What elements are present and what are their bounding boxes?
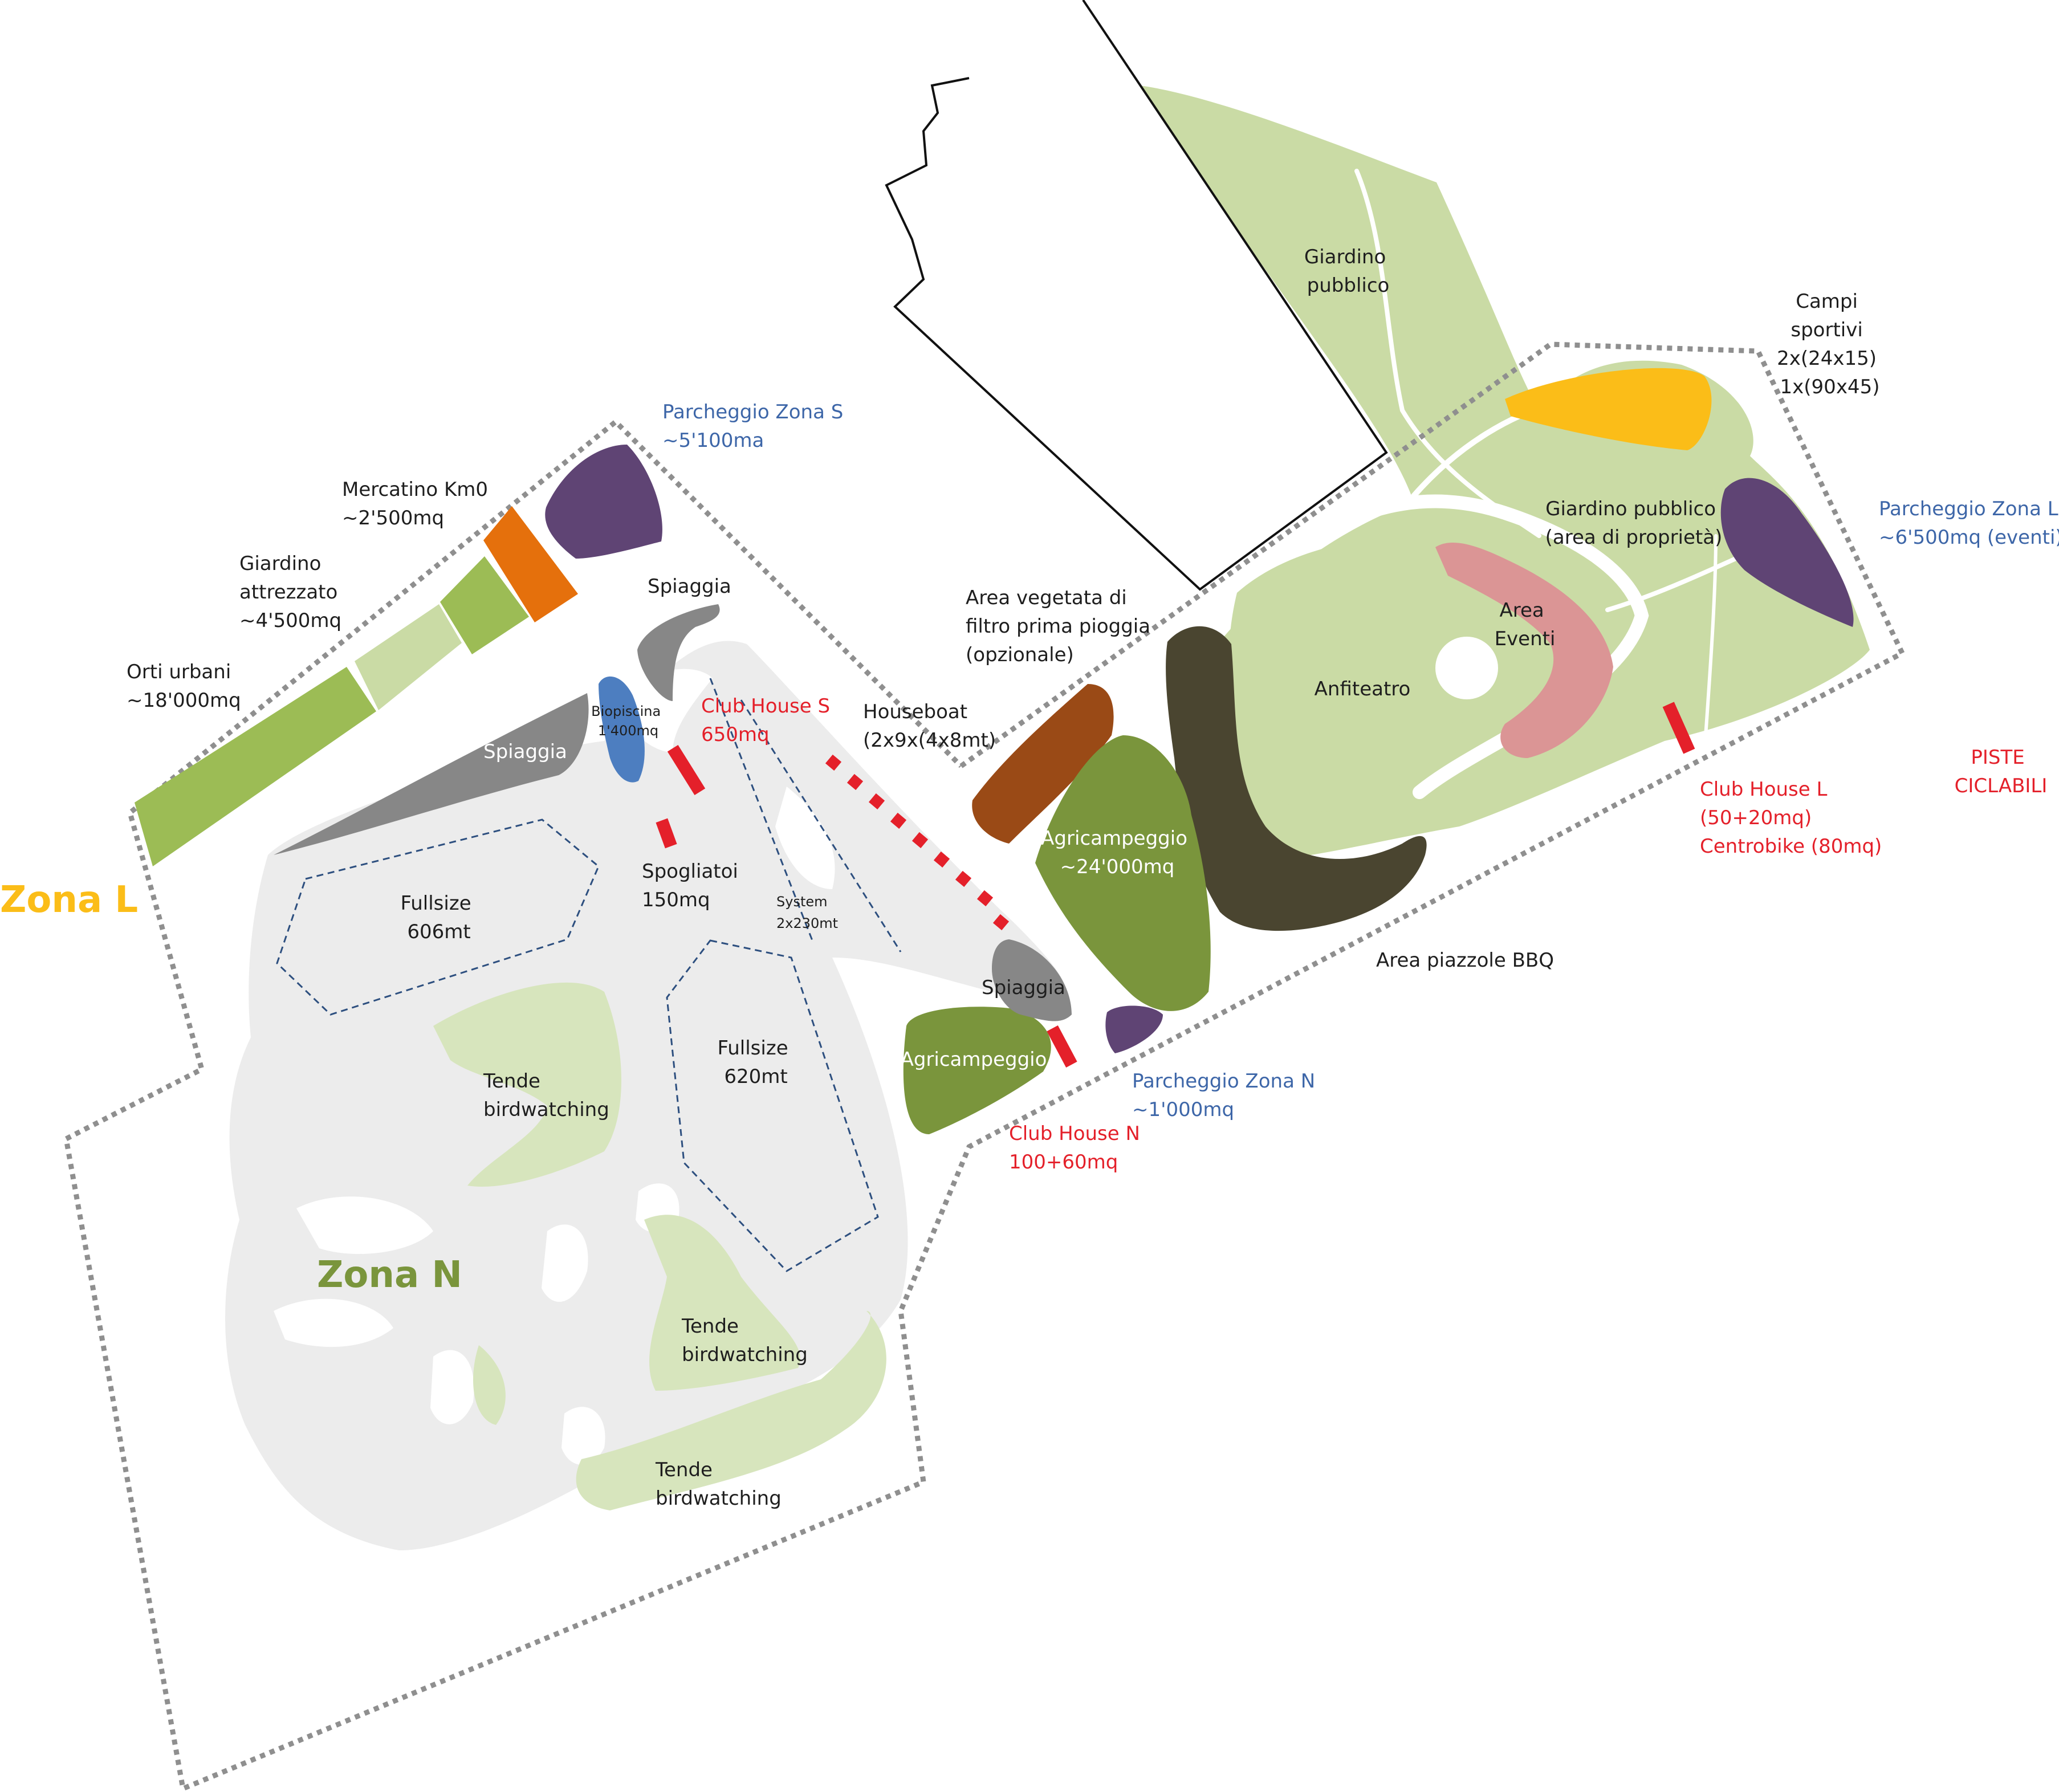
- track-outlines: [276, 678, 902, 1272]
- mercatino-area: [483, 506, 578, 622]
- tende-birdwatching-3-label: Tende birdwatching: [655, 1459, 782, 1510]
- orti-urbani-area: [135, 667, 376, 866]
- parcheggio-zona-s-label: Parcheggio Zona S ~5'100ma: [662, 401, 849, 452]
- agricampeggio-small-label: Agricampeggio: [901, 1048, 1047, 1071]
- club-house-s-label: Club House S 650mq: [701, 695, 836, 746]
- club-house-markers: [656, 702, 1695, 1068]
- agricampeggio-big-label: Agricampeggio ~24'000mq: [1041, 827, 1194, 878]
- club-house-n-label: Club House N 100+60mq: [1009, 1122, 1146, 1174]
- area-vegetata-filtro: [972, 684, 1114, 844]
- giardino-attrezzato-area: [440, 556, 529, 654]
- area-eventi-label: Area Eventi: [1495, 599, 1556, 650]
- spiaggia-right-area: [992, 939, 1072, 1021]
- area-vegetata-label: Area vegetata di filtro prima pioggia (o…: [966, 587, 1157, 666]
- birdwatching-areas: [433, 982, 886, 1510]
- grey-area-gaps: [274, 669, 835, 1465]
- houseboat-markers: [825, 754, 1010, 931]
- dark-olive-shape: [1166, 626, 1427, 931]
- system-label: System 2x230mt: [776, 894, 838, 931]
- anfiteatro-center: [1435, 637, 1498, 699]
- giardino-proprieta-label: Giardino pubblico (area di proprietà): [1545, 498, 1723, 549]
- parcheggio-zona-l: [1720, 478, 1854, 627]
- spiaggia-left-label: Spiaggia: [483, 740, 567, 763]
- zona-l-label: Zona L: [0, 879, 138, 921]
- agricampeggio-big-area: [1035, 735, 1211, 1011]
- fullsize-620-label: Fullsize 620mt: [718, 1037, 795, 1088]
- giardino-attrezzato-label: Giardino attrezzato ~4'500mq: [239, 552, 344, 632]
- parcheggio-zona-s: [545, 445, 662, 559]
- mercatino-label: Mercatino Km0 ~2'500mq: [342, 478, 494, 530]
- north-boundary-line: [885, 0, 1388, 591]
- fullsize-606-label: Fullsize 606mt: [401, 892, 478, 943]
- houseboat-label: Houseboat (2x9x(4x8mt): [863, 700, 996, 752]
- giardino-pubblico-label: Giardino pubblico: [1304, 246, 1392, 297]
- spiaggia-right-label: Spiaggia: [982, 976, 1065, 999]
- biopiscina-label: Biopiscina 1'400mq: [591, 703, 665, 739]
- club-house-l-label: Club House L (50+20mq) Centrobike (80mq): [1700, 778, 1882, 858]
- piste-ciclabili-label: PISTE CICLABILI: [1955, 746, 2048, 797]
- parcheggio-zona-n: [1105, 1005, 1163, 1053]
- area-eventi-shape: [1435, 542, 1613, 758]
- orti-urbani-label: Orti urbani ~18'000mq: [127, 661, 241, 712]
- tende-birdwatching-1-label: Tende birdwatching: [483, 1070, 609, 1121]
- biopiscina-area: [599, 676, 645, 783]
- anfiteatro-area: [1228, 538, 1493, 812]
- anfiteatro-label: Anfiteatro: [1315, 678, 1411, 700]
- campi-sportivi-area: [1505, 368, 1712, 450]
- zona-n-label: Zona N: [317, 1254, 462, 1296]
- zona-n-grey-area: [225, 641, 1066, 1550]
- parcheggio-zona-l-label: Parcheggio Zona L ~6'500mq (eventi): [1879, 498, 2059, 549]
- tende-birdwatching-2-label: Tende birdwatching: [681, 1315, 808, 1366]
- parcheggio-zona-n-label: Parcheggio Zona N ~1'000mq: [1132, 1070, 1321, 1121]
- bbq-label: Area piazzole BBQ: [1376, 949, 1554, 972]
- spogliatoi-label: Spogliatoi 150mq: [642, 860, 744, 911]
- campi-sportivi-label: Campi sportivi 2x(24x15) 1x(90x45): [1777, 290, 1883, 398]
- giardino-attrezzato-light: [355, 604, 462, 710]
- spiaggia-top-label: Spiaggia: [648, 575, 731, 598]
- spiaggia-left-area: [274, 693, 589, 855]
- agricampeggio-small-area: [903, 1007, 1051, 1134]
- spiaggia-top-area: [637, 604, 720, 701]
